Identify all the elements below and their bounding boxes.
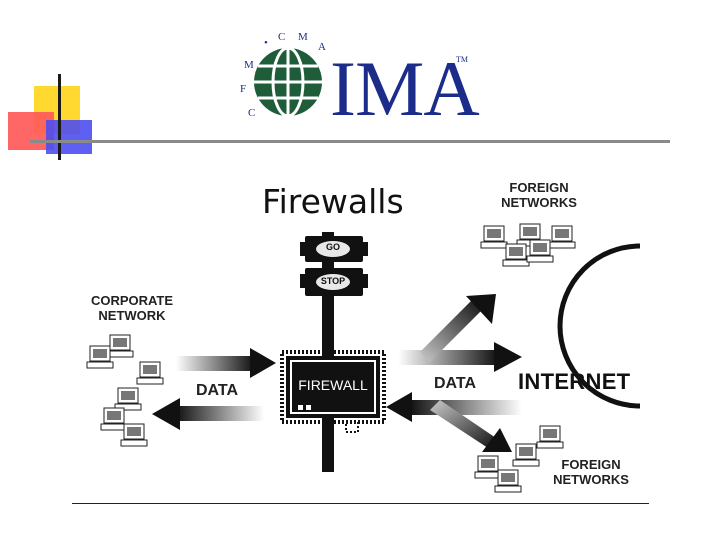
- computer-icon: [502, 243, 530, 267]
- ring-letter: M: [244, 59, 254, 71]
- firewall-button: [298, 405, 303, 410]
- header-divider: [30, 140, 670, 143]
- computer-icon: [114, 387, 142, 411]
- computer-icon: [536, 425, 564, 449]
- data-label-right: DATA: [434, 375, 477, 392]
- label-line: NETWORK: [98, 308, 166, 323]
- trademark-symbol: TM: [456, 55, 468, 64]
- corporate-computers: [86, 334, 164, 447]
- ring-letter: C: [278, 31, 285, 43]
- ring-letter: C: [248, 107, 255, 119]
- stop-label: STOP: [320, 276, 346, 286]
- internet-cloud-arc: [557, 243, 641, 409]
- arrow-icon: [420, 294, 496, 362]
- firewall-border: [280, 350, 386, 424]
- computer-icon: [86, 345, 114, 369]
- computer-icon: [526, 239, 554, 263]
- firewall-label: FIREWALL: [298, 377, 368, 393]
- computer-icon: [494, 469, 522, 493]
- foreign-networks-top-label: FOREIGN NETWORKS: [494, 180, 584, 210]
- arrow-icon: [398, 342, 522, 372]
- label-line: CORPORATE: [90, 293, 174, 308]
- computer-icon: [120, 423, 148, 447]
- computer-icon: [548, 225, 576, 249]
- decor-vertical-line: [58, 74, 61, 160]
- ring-letter: A: [318, 41, 326, 53]
- logo-ring-letters: C F M • C M A: [240, 31, 326, 119]
- ring-letter: •: [264, 37, 268, 49]
- traffic-light-icon: [300, 236, 368, 296]
- slide-title: Firewalls: [262, 182, 404, 221]
- computer-icon: [512, 443, 540, 467]
- firewall-base: [345, 421, 359, 433]
- arrow-icon: [176, 348, 276, 378]
- computer-icon: [136, 361, 164, 385]
- data-label-left: DATA: [196, 382, 239, 399]
- arrow-icon: [430, 400, 512, 452]
- globe-icon: [254, 46, 322, 118]
- firewall-screen: [290, 360, 376, 414]
- label-line: FOREIGN: [561, 457, 621, 472]
- ima-wordmark: IMA: [330, 45, 480, 132]
- label-line: NETWORKS: [501, 195, 577, 210]
- computer-icon: [474, 455, 502, 479]
- internet-label: INTERNET: [518, 369, 631, 394]
- go-label: GO: [325, 242, 340, 252]
- arrow-icon: [152, 398, 264, 430]
- ring-letter: F: [240, 83, 246, 95]
- ring-letter: M: [298, 31, 308, 43]
- computer-icon: [480, 225, 508, 249]
- label-line: FOREIGN: [509, 180, 569, 195]
- footer-divider: [72, 503, 649, 504]
- foreign-top-computers: [480, 223, 576, 267]
- label-line: NETWORKS: [553, 472, 629, 487]
- ima-globe-logo: C F M • C M A: [240, 31, 326, 119]
- firewall-button: [306, 405, 311, 410]
- computer-icon: [100, 407, 128, 431]
- foreign-networks-bottom-label: FOREIGN NETWORKS: [546, 457, 636, 487]
- decor-blue-square: [46, 120, 92, 154]
- computer-icon: [106, 334, 134, 358]
- corporate-network-label: CORPORATE NETWORK: [82, 293, 182, 323]
